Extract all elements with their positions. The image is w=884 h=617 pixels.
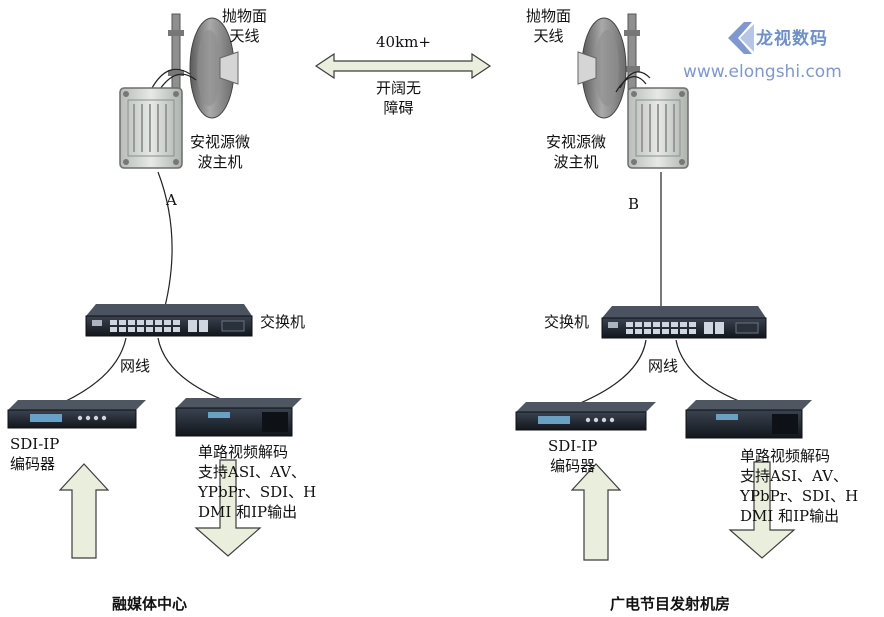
left-host-label: 安视源微 波主机 [190,133,251,171]
right-host-label: 安视源微 波主机 [546,133,607,171]
left-switch-label: 交换机 [260,313,306,331]
right-antenna-label: 抛物面 天线 [526,7,572,45]
left-decoder-label: 单路视频解码 支持ASI、AV、 YPbPr、SDI、H DMI 和IP输出 [198,443,317,521]
right-input-up-arrow [570,463,622,561]
right-encoder-device-icon [515,402,656,431]
left-site-label: 融媒体中心 [112,595,188,613]
left-antenna-icon [151,13,239,127]
right-port-label: B [628,195,640,213]
left-cable-host-to-switch [157,171,173,319]
right-switch-icon [601,306,767,339]
link-condition-label: 开阔无 障碍 [376,79,422,117]
left-port-label: A [166,191,177,209]
right-microwave-host-icon [627,87,689,169]
watermark-url: www.elongshi.com [683,62,842,82]
left-cable-switch-to-encoder [63,337,127,403]
right-decoder-label: 单路视频解码 支持ASI、AV、 YPbPr、SDI、H DMI 和IP输出 [740,447,859,525]
right-encoder-label: SDI-IP 编码器 [548,437,598,475]
link-distance-label: 40km+ [376,33,431,51]
left-cable-label: 网线 [120,357,151,375]
watermark-brand: 龙视数码 [756,29,828,49]
right-cable-label: 网线 [648,357,679,375]
right-cable-switch-to-decoder [675,339,753,407]
right-site-label: 广电节目发射机房 [610,595,731,613]
left-output-down-arrow [194,459,262,557]
left-decoder-device-icon [175,398,302,437]
right-output-down-arrow [728,461,796,559]
link-double-arrow [314,52,492,80]
right-antenna-icon [577,13,651,119]
right-switch-label: 交换机 [544,313,590,331]
left-cable-switch-to-decoder [157,337,235,405]
left-microwave-host-icon [119,87,183,169]
left-encoder-label: SDI-IP 编码器 [10,435,60,473]
left-encoder-device-icon [7,400,146,429]
watermark-logo-icon [728,22,754,54]
left-input-up-arrow [58,463,110,559]
right-cable-switch-to-encoder [577,339,647,405]
left-antenna-label: 抛物面 天线 [222,7,268,45]
left-switch-icon [85,304,253,337]
right-decoder-device-icon [685,400,812,439]
